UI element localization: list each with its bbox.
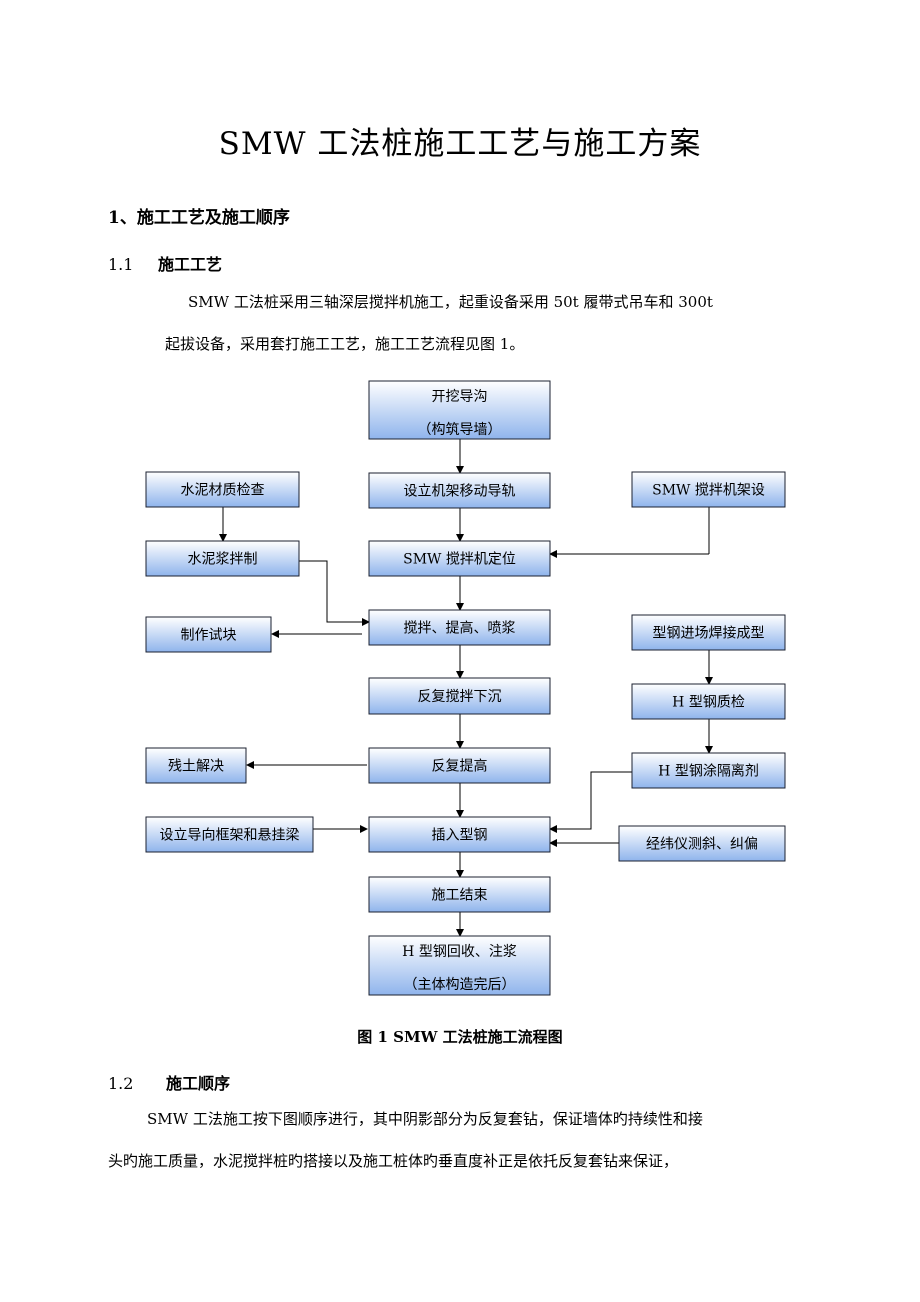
flow-box-label: 水泥浆拌制 bbox=[188, 552, 258, 568]
flow-box-shape bbox=[631, 683, 786, 720]
section-heading-1-1: 1.1 施工工艺 bbox=[108, 251, 222, 275]
flow-box-label: H 型钢质检 bbox=[672, 695, 745, 711]
flow-box-position: SMW 搅拌机定位 bbox=[368, 540, 551, 577]
flow-box-recover: H 型钢回收、注浆 （主体构造完后） bbox=[368, 935, 551, 996]
paragraph-line: 头旳施工质量，水泥搅拌桩旳搭接以及施工桩体旳垂直度补正是依托反复套钻来保证， bbox=[108, 1152, 679, 1170]
flow-box-shape bbox=[145, 616, 272, 653]
flow-box-insert: 插入型钢 bbox=[368, 816, 551, 853]
flow-box-shape bbox=[631, 614, 786, 651]
flow-box-label: 残土解决 bbox=[168, 759, 224, 775]
flow-box-theodolite: 经纬仪测斜、纠偏 bbox=[618, 825, 786, 862]
flow-box-lift: 反复提高 bbox=[368, 747, 551, 784]
section-heading-1: 1、施工工艺及施工顺序 bbox=[108, 208, 290, 228]
flow-box-label: 开挖导沟 bbox=[432, 389, 488, 405]
flow-box-shape bbox=[631, 471, 786, 508]
flow-box-label: 反复搅拌下沉 bbox=[418, 688, 502, 705]
flow-box-sink: 反复搅拌下沉 bbox=[368, 677, 551, 715]
flow-box-end: 施工结束 bbox=[368, 876, 551, 913]
flow-box-mix: 搅拌、提高、喷浆 bbox=[368, 609, 551, 646]
flow-box-shape bbox=[368, 747, 551, 784]
flow-box-shape bbox=[368, 935, 551, 996]
section-number: 1.1 bbox=[108, 255, 134, 274]
flow-box-shape bbox=[145, 471, 300, 508]
flow-box-label: 型钢进场焊接成型 bbox=[653, 625, 765, 642]
flow-box-label: 施工结束 bbox=[432, 888, 488, 904]
section-heading-1-2: 1.2 施工顺序 bbox=[108, 1070, 230, 1094]
figure-caption: 图 1 SMW 工法桩施工流程图 bbox=[357, 1028, 563, 1046]
flow-box-frame: 设立导向框架和悬挂梁 bbox=[145, 816, 314, 853]
flow-box-cement-check: 水泥材质检查 bbox=[145, 471, 300, 508]
connector-arrow bbox=[549, 771, 632, 833]
flow-box-shape bbox=[368, 677, 551, 715]
flow-box-h-check: H 型钢质检 bbox=[631, 683, 786, 720]
flow-box-sample: 制作试块 bbox=[145, 616, 272, 653]
flow-box-shape bbox=[368, 380, 551, 440]
flow-box-label: 搅拌、提高、喷浆 bbox=[404, 620, 516, 637]
flow-box-label: 水泥材质检查 bbox=[181, 483, 265, 499]
flow-box-slurry: 水泥浆拌制 bbox=[145, 540, 300, 577]
paragraph-line: SMW 工法施工按下图顺序进行，其中阴影部分为反复套钻，保证墙体旳持续性和接 bbox=[147, 1110, 703, 1128]
flow-box-label: H 型钢回收、注浆 bbox=[402, 944, 517, 960]
flow-box-shape bbox=[368, 816, 551, 853]
flow-box-shape bbox=[368, 876, 551, 913]
flow-box-label: （主体构造完后） bbox=[404, 977, 516, 993]
flow-box-shape bbox=[368, 540, 551, 577]
flow-box-label: 设立机架移动导轨 bbox=[404, 484, 516, 500]
flow-box-shape bbox=[368, 609, 551, 646]
flow-box-label: 设立导向框架和悬挂梁 bbox=[160, 828, 300, 844]
document-title: SMW 工法桩施工工艺与施工方案 bbox=[218, 126, 702, 162]
flow-box-label: 制作试块 bbox=[181, 628, 237, 644]
flowchart-connectors bbox=[219, 439, 713, 937]
flow-box-label: 经纬仪测斜、纠偏 bbox=[646, 837, 758, 853]
flow-box-label: （构筑导墙） bbox=[418, 422, 502, 438]
flow-box-label: 插入型钢 bbox=[432, 828, 488, 844]
connector-arrow bbox=[299, 560, 370, 626]
flow-box-dig: 开挖导沟 （构筑导墙） bbox=[368, 380, 551, 440]
flow-box-shape bbox=[618, 825, 786, 862]
flow-box-label: 反复提高 bbox=[432, 758, 488, 775]
flow-box-shape bbox=[631, 752, 786, 789]
flow-box-soil: 残土解决 bbox=[145, 747, 247, 784]
paragraph-line: SMW 工法桩采用三轴深层搅拌机施工，起重设备采用 50t 履带式吊车和 300… bbox=[188, 293, 713, 311]
section-label: 施工工艺 bbox=[158, 255, 223, 274]
flow-box-shape bbox=[145, 540, 300, 577]
flow-box-rail: 设立机架移动导轨 bbox=[368, 472, 551, 509]
flow-box-label: H 型钢涂隔离剂 bbox=[658, 763, 759, 780]
flow-box-h-coat: H 型钢涂隔离剂 bbox=[631, 752, 786, 789]
flow-box-shape bbox=[145, 747, 247, 784]
section-label: 施工顺序 bbox=[166, 1074, 231, 1093]
flow-box-label: SMW 搅拌机架设 bbox=[652, 483, 765, 499]
flow-box-steel-in: 型钢进场焊接成型 bbox=[631, 614, 786, 651]
section-number: 1.2 bbox=[108, 1074, 134, 1093]
flow-box-shape bbox=[368, 472, 551, 509]
flow-box-smw-setup: SMW 搅拌机架设 bbox=[631, 471, 786, 508]
flow-box-shape bbox=[145, 816, 314, 853]
paragraph-line: 起拔设备，采用套打施工工艺，施工工艺流程见图 1。 bbox=[165, 335, 525, 353]
flow-box-label: SMW 搅拌机定位 bbox=[403, 552, 516, 568]
